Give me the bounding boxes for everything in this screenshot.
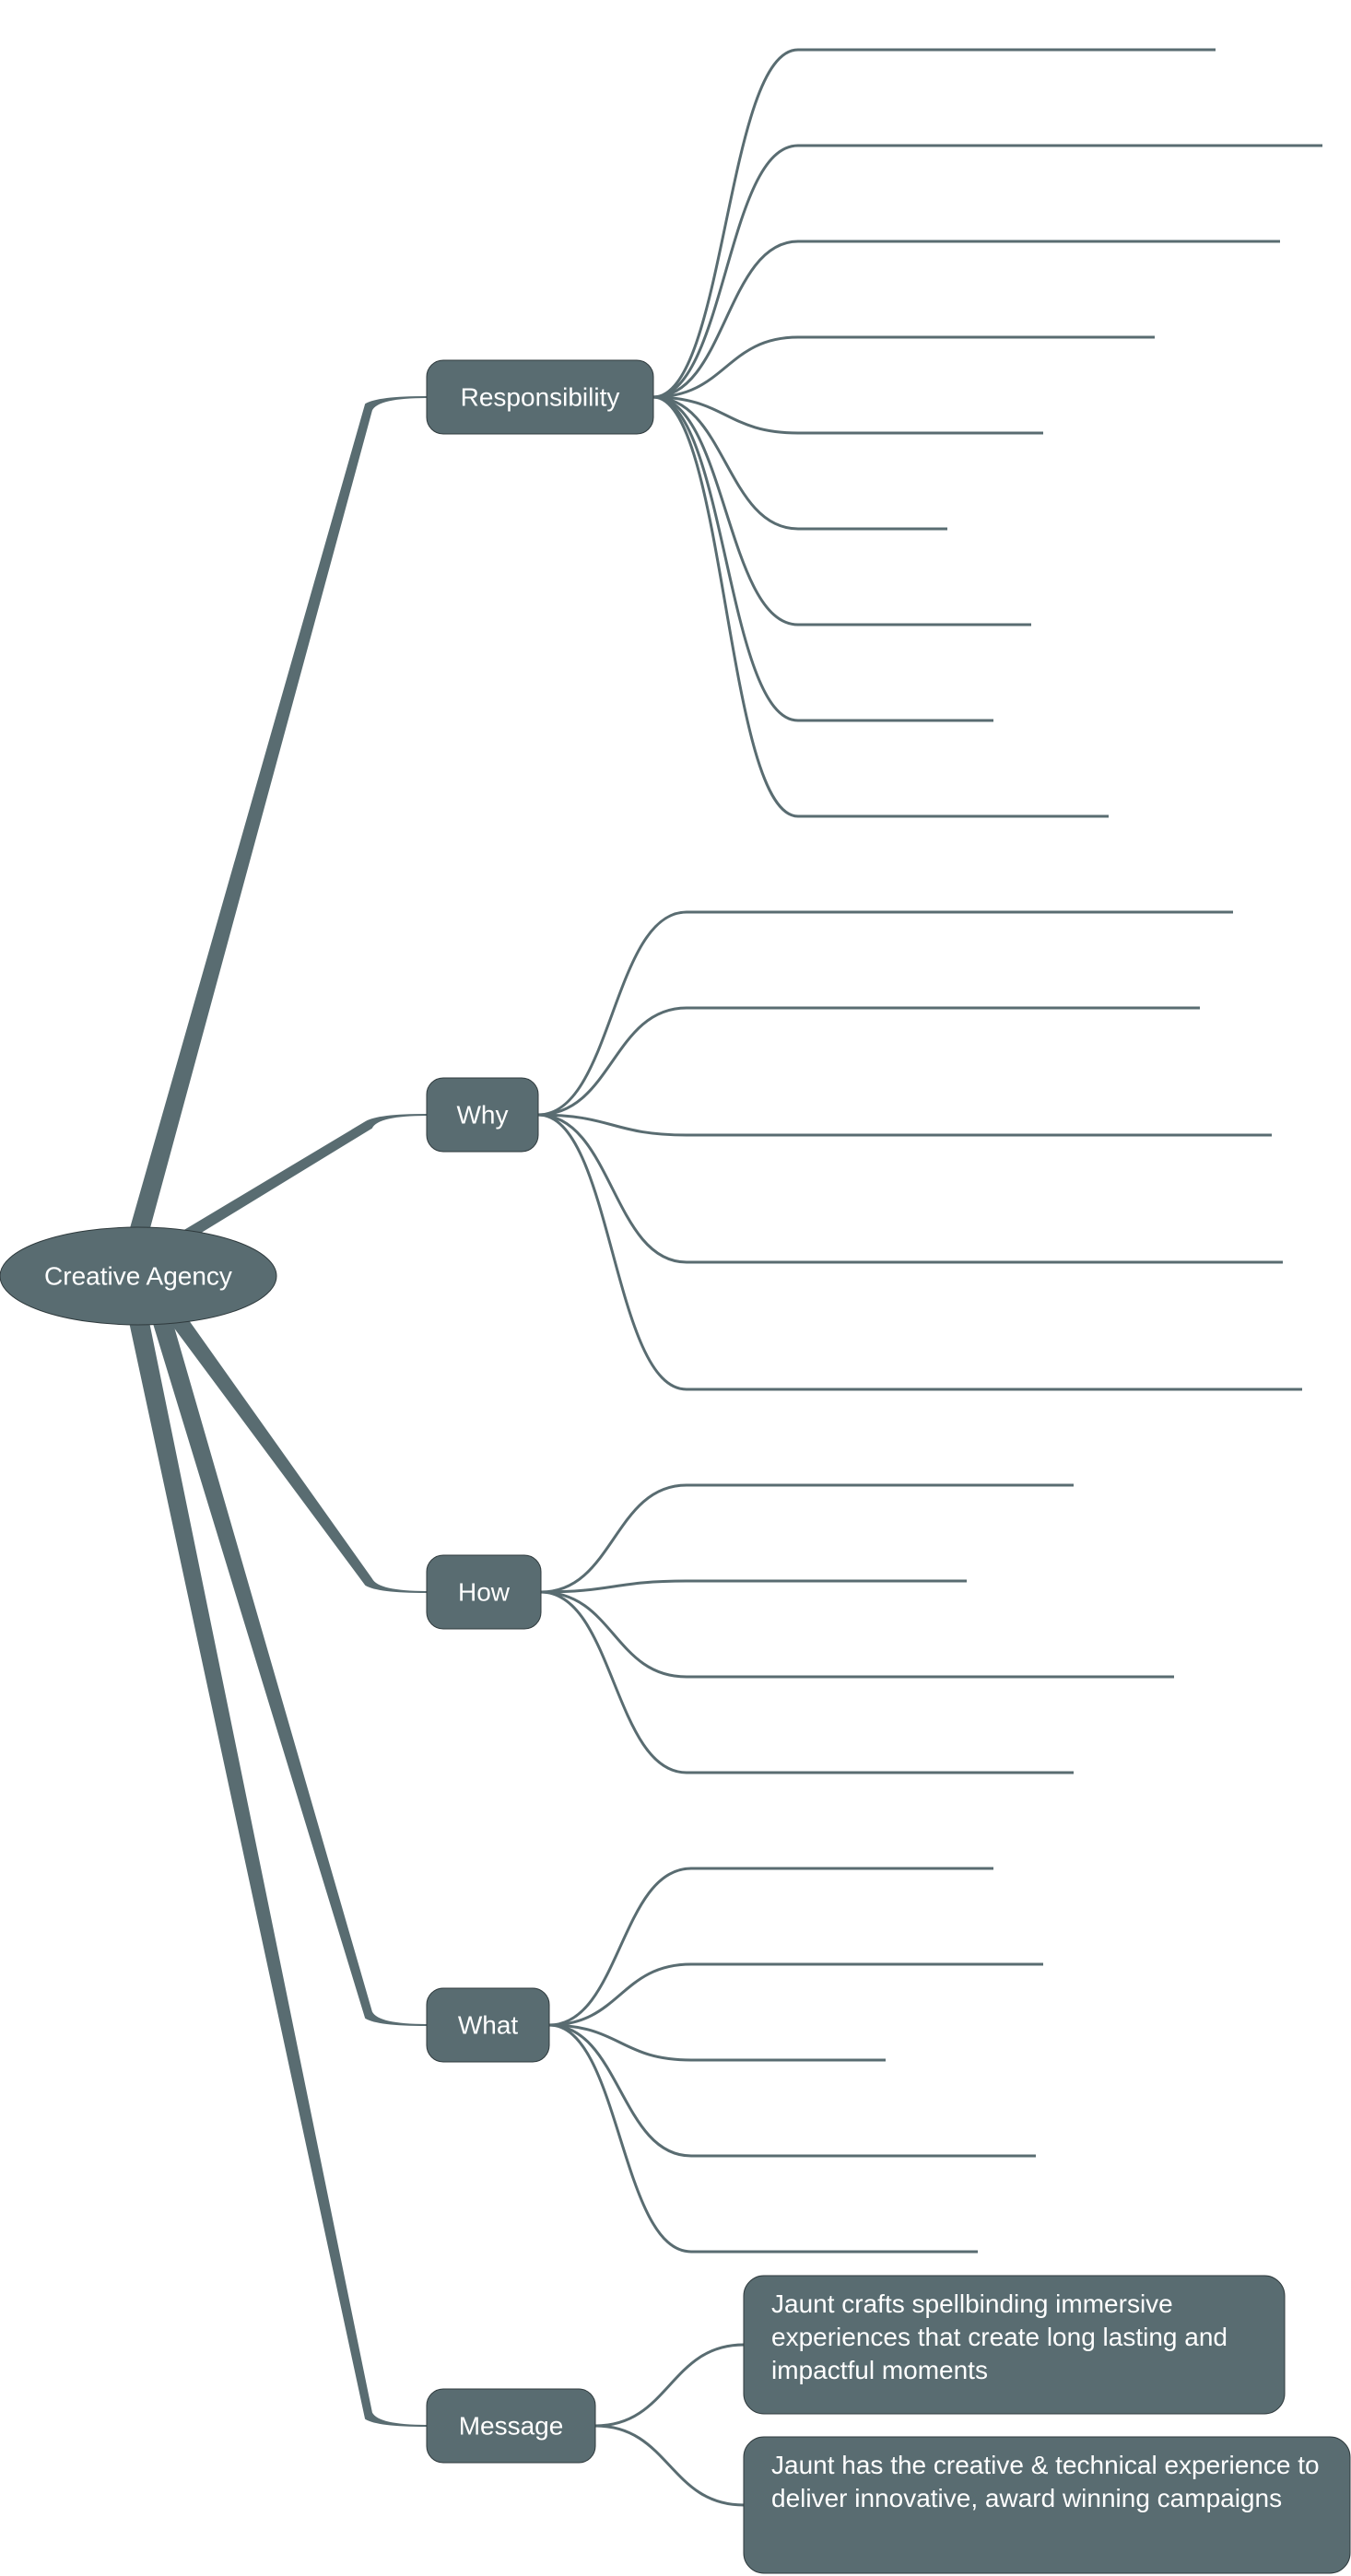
leaf-why-4[interactable] (537, 1113, 1283, 1264)
leaf-connector (652, 395, 1043, 435)
leaf-connector (652, 240, 1280, 399)
branch-node-label: What (458, 2011, 519, 2040)
leaf-connector (537, 910, 1233, 1117)
leaf-responsibility-6[interactable] (652, 395, 947, 531)
root-node-label: Creative Agency (44, 1262, 232, 1291)
root-node-shape (0, 1226, 277, 1326)
leaf-responsibility-5[interactable] (652, 395, 1043, 435)
root-node[interactable]: Creative Agency (0, 1226, 277, 1326)
leaf-connector (548, 2023, 978, 2254)
branch-node-responsibility[interactable]: Responsibility (426, 359, 654, 435)
leaf-why-1[interactable] (537, 910, 1233, 1117)
message-leaf-2[interactable]: Jaunt has the creative & technical exper… (594, 2424, 1351, 2574)
leaf-why-3[interactable] (537, 1113, 1272, 1137)
branch-node-label: Why (457, 1101, 509, 1130)
leaf-connector (652, 48, 1216, 399)
leaf-responsibility-4[interactable] (652, 335, 1155, 399)
branch-node-label: How (458, 1578, 511, 1607)
connector-root-to-why (170, 1114, 428, 1240)
leaf-what-2[interactable] (548, 1962, 1043, 2027)
leaf-what-1[interactable] (548, 1867, 993, 2027)
leaf-what-3[interactable] (548, 2023, 886, 2062)
connector-root-to-what (151, 1317, 428, 2026)
leaf-how-3[interactable] (540, 1590, 1174, 1679)
leaf-how-4[interactable] (540, 1590, 1074, 1774)
branch-node-shape (426, 1554, 542, 1630)
leaf-responsibility-8[interactable] (652, 395, 993, 722)
connector-layer (128, 396, 428, 2427)
leaf-connector (652, 144, 1322, 399)
message-box (743, 2275, 1286, 2415)
leaf-why-5[interactable] (537, 1113, 1302, 1391)
leaf-connector (594, 2343, 745, 2428)
leaf-why-2[interactable] (537, 1006, 1200, 1117)
leaf-what-4[interactable] (548, 2023, 1036, 2158)
branch-node-shape (426, 359, 654, 435)
leaf-how-1[interactable] (540, 1483, 1074, 1594)
message-text: Jaunt has the creative & technical exper… (771, 2451, 1320, 2512)
leaf-connector (548, 2023, 1036, 2158)
leaf-connector (652, 335, 1155, 399)
leaf-connector (594, 2424, 745, 2507)
leaf-connector (652, 395, 1031, 626)
leaf-connector (537, 1113, 1283, 1264)
leaf-responsibility-7[interactable] (652, 395, 1031, 626)
branch-node-shape (426, 2388, 596, 2464)
leaf-connector (652, 395, 1109, 818)
message-box (743, 2436, 1351, 2574)
leaf-connector (537, 1113, 1272, 1137)
connector-root-to-message (128, 1317, 428, 2427)
branch-node-why[interactable]: Why (426, 1077, 539, 1153)
leaf-responsibility-9[interactable] (652, 395, 1109, 818)
connector-root-to-responsibility (128, 396, 428, 1235)
leaf-connector (540, 1483, 1074, 1594)
leaf-connector (537, 1006, 1200, 1117)
branch-node-what[interactable]: What (426, 1987, 550, 2063)
leaf-how-2[interactable] (540, 1579, 967, 1594)
leaf-connector (540, 1590, 1074, 1774)
leaf-connector (548, 2023, 886, 2062)
leaf-responsibility-2[interactable] (652, 144, 1322, 399)
leaf-connector (540, 1590, 1174, 1679)
leaf-connector (548, 1867, 993, 2027)
leaf-what-5[interactable] (548, 2023, 978, 2254)
branch-node-shape (426, 1987, 550, 2063)
branch-node-label: Responsibility (461, 383, 620, 412)
leaf-connector (540, 1579, 967, 1594)
branch-node-how[interactable]: How (426, 1554, 542, 1630)
leaf-responsibility-1[interactable] (652, 48, 1216, 399)
leaf-connector (548, 1962, 1043, 2027)
leaf-connector (652, 395, 947, 531)
branch-node-label: Message (459, 2412, 564, 2441)
leaf-connector (652, 395, 993, 722)
branch-node-shape (426, 1077, 539, 1153)
leaf-responsibility-3[interactable] (652, 240, 1280, 399)
branch-node-message[interactable]: Message (426, 2388, 596, 2464)
leaf-connector (537, 1113, 1302, 1391)
